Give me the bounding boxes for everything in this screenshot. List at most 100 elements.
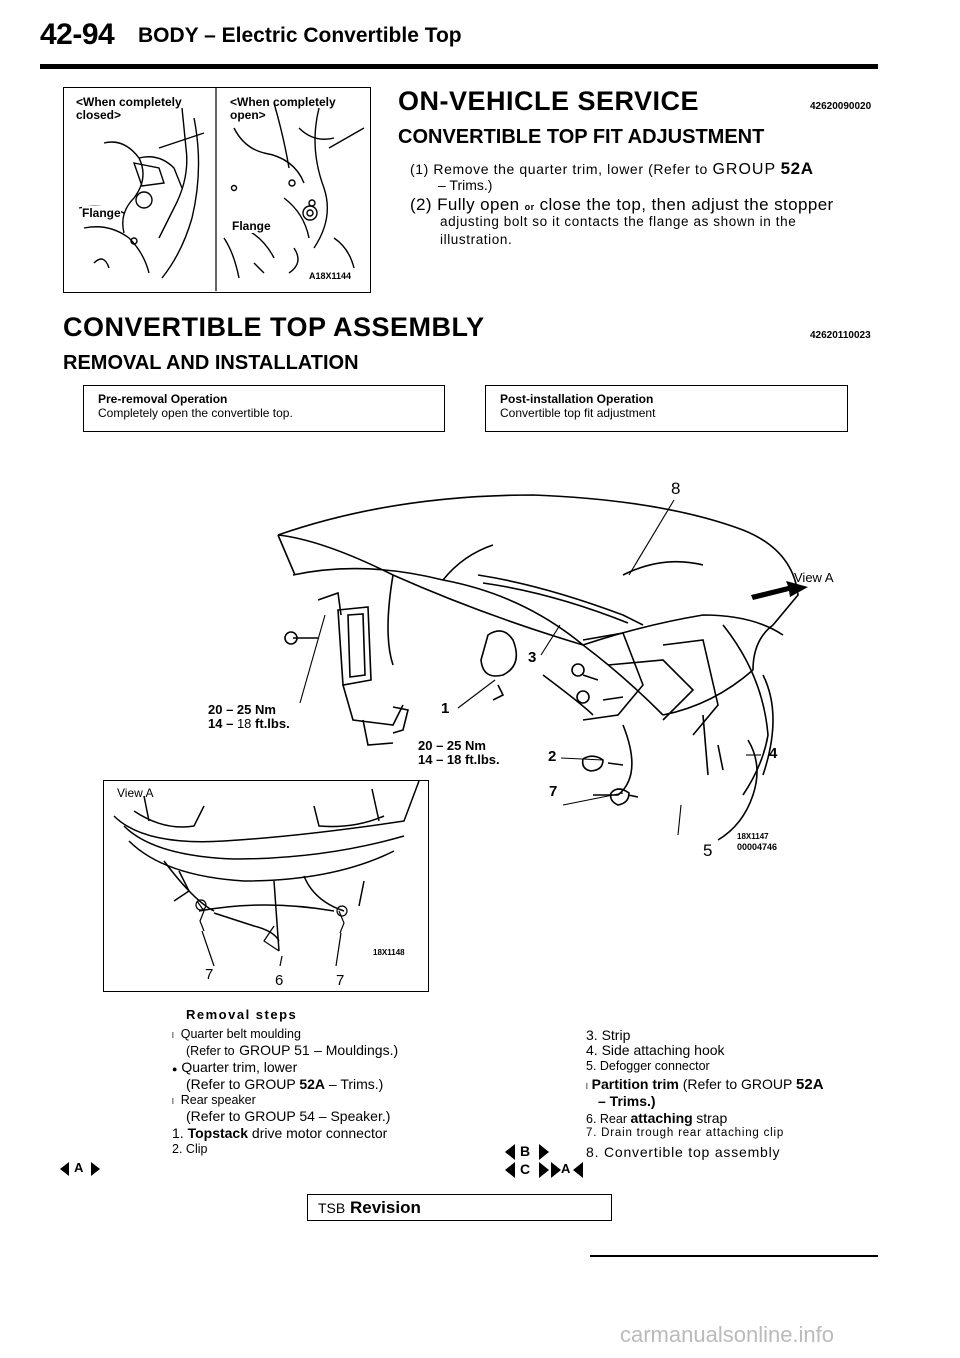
removal-step-6: 6. Rear attaching strap [586,1110,886,1127]
removal-step-partition-trim: l Partition trim (Refer to GROUP 52A [586,1076,886,1093]
callout-1: 1 [441,700,450,717]
torque-spec-2-nm: 20 – 25 Nm [418,738,486,753]
assembly-code: 42620110023 [810,330,871,341]
removal-step-quarter-trim-ref: (Refer to GROUP 52A – Trims.) [172,1076,472,1093]
closed-label-line1: <When completely [76,95,182,109]
marker-label: C [520,1161,531,1177]
step1-group: GROUP [712,161,777,178]
torque-spec-2-ftlbs: 14 – 18 ft.lbs. [418,752,500,767]
step2-line1: (2) Fully open or close the top, then ad… [410,195,834,215]
assembly-figure: 8 View A 3 1 2 7 4 5 18X1147 00004746 20… [63,475,878,995]
open-label: <When completely open> [230,96,336,122]
step-text: strap [696,1110,728,1126]
bullet-icon: l [172,1097,174,1106]
inset-callout-7b: 7 [336,972,345,989]
marker-B-service: B [505,1143,549,1166]
removal-step-quarter-belt-ref: (Refer to GROUP 51 – Mouldings.) [172,1042,472,1059]
removal-step-1: 1. Topstack drive motor connector [172,1125,472,1142]
step-num-text: 6. Rear [586,1112,627,1126]
flange-label-left: Flange [82,206,121,220]
marker-c-icon [505,1162,549,1178]
removal-step-3: 3. Strip [586,1027,631,1043]
pre-removal-heading: Pre-removal Operation [98,392,228,406]
watermark: carmanualsonline.info [620,1322,835,1347]
step-text: drive motor connector [251,1125,388,1141]
removal-step-8: 8. Convertible top assembly [586,1144,781,1160]
removal-step-5: 5. Defogger connector [586,1059,710,1073]
section-title: ON-VEHICLE SERVICE [398,86,700,116]
removal-step-2: 2. Clip [172,1142,472,1159]
ref-group: 52A [299,1076,326,1092]
marker-a-install-icon [551,1162,583,1178]
step-text: Clip [185,1142,208,1156]
assembly-title: CONVERTIBLE TOP ASSEMBLY [63,312,485,342]
step1-group-num: 52A [780,159,814,178]
pre-removal-box: Pre-removal Operation Completely open th… [83,385,445,432]
removal-step-4: 4. Side attaching hook [586,1042,725,1058]
step1-text: (1) Remove the quarter trim, lower (Refe… [410,161,708,177]
page-number: 42-94 [40,18,115,51]
step-text: Rear speaker [180,1093,256,1107]
open-label-line1: <When completely [230,95,336,109]
removal-step-rear-speaker: l Rear speaker [172,1093,472,1108]
marker-A-install: A [551,1161,583,1184]
removal-heading: Removal steps [186,1007,298,1022]
convertible-top-illustration [277,494,808,841]
torque-spec-1-ftlbs: 14 – 18 ft.lbs. [208,717,290,731]
bullet-icon: l [586,1082,588,1091]
callout-8: 8 [671,479,681,498]
step1-line2: – Trims.) [438,177,493,193]
removal-step-partition-trim-ref: – Trims.) [598,1093,656,1109]
bullet-icon: ● [172,1064,178,1074]
callout-3: 3 [528,649,537,666]
view-a-illustration [113,781,420,967]
tsb-label: TSB [318,1200,346,1216]
fig1-code: A18X1144 [309,271,352,281]
torque-spec-1-prefix: 14 – [208,716,234,731]
step2-text-a: (2) Fully open [410,195,520,214]
removal-step-quarter-trim: ● Quarter trim, lower [172,1059,472,1076]
removal-right-list: 3. Strip 4. Side attaching hook 5. Defog… [586,1027,886,1161]
marker-a-icon [60,1162,100,1176]
ref-text: (Refer to GROUP [682,1076,793,1092]
step-num: 2. [172,1142,183,1156]
step1-line1: (1) Remove the quarter trim, lower (Refe… [410,159,814,179]
post-installation-text: Convertible top fit adjustment [500,406,656,420]
closed-label-line2: closed> [76,108,122,122]
header-title: BODY – Electric Convertible Top [138,24,462,47]
step2-line2: adjusting bolt so it contacts the flange… [440,214,797,229]
torque-spec-2: 20 – 25 Nm 14 – 18 ft.lbs. [418,739,500,767]
header-rule [40,64,878,69]
post-installation-heading: Post-installation Operation [500,392,654,406]
ref-rest: – Mouldings.) [314,1042,399,1058]
ref-group: GROUP 51 [239,1042,310,1058]
torque-spec-1: 20 – 25 Nm 14 – 18 ft.lbs. [208,703,290,731]
step2-line3: illustration. [440,232,513,247]
pre-removal-text: Completely open the convertible top. [98,406,293,420]
fig2-code-b: 00004746 [737,842,778,852]
bullet-icon: l [172,1031,174,1040]
revision-label: Revision [350,1198,421,1217]
step2-text-b: close the top, then adjust the stopper [539,195,834,214]
marker-label: A [561,1161,571,1176]
removal-installation-subtitle: REMOVAL AND INSTALLATION [63,352,359,374]
torque-spec-1-nm: 20 – 25 Nm [208,702,276,717]
closed-label: <When completely closed> [76,96,182,122]
step-num: 1. [172,1125,184,1141]
removal-step-quarter-belt: l Quarter belt moulding [172,1027,472,1042]
step-bold: Partition trim [591,1076,679,1092]
step-text: Quarter belt moulding [180,1027,301,1041]
removal-step-7: 7. Drain trough rear attaching clip [586,1127,785,1139]
ref-text: (Refer to GROUP 54 – Speaker.) [186,1108,391,1124]
callout-2: 2 [548,748,557,765]
view-a-arrow-label: View A [794,570,834,585]
fig2-code-a: 18X1147 [737,832,769,841]
view-a-inset: View A 7 6 7 [103,780,429,992]
open-label-line2: open> [230,108,266,122]
inset-callout-6: 6 [275,972,284,989]
ref-group: 52A [796,1076,824,1093]
section-code: 42620090020 [810,101,872,112]
ref-text: (Refer to GROUP [186,1076,296,1092]
step2-or: or [524,202,535,212]
removal-left-list: l Quarter belt moulding (Refer to GROUP … [172,1027,472,1159]
